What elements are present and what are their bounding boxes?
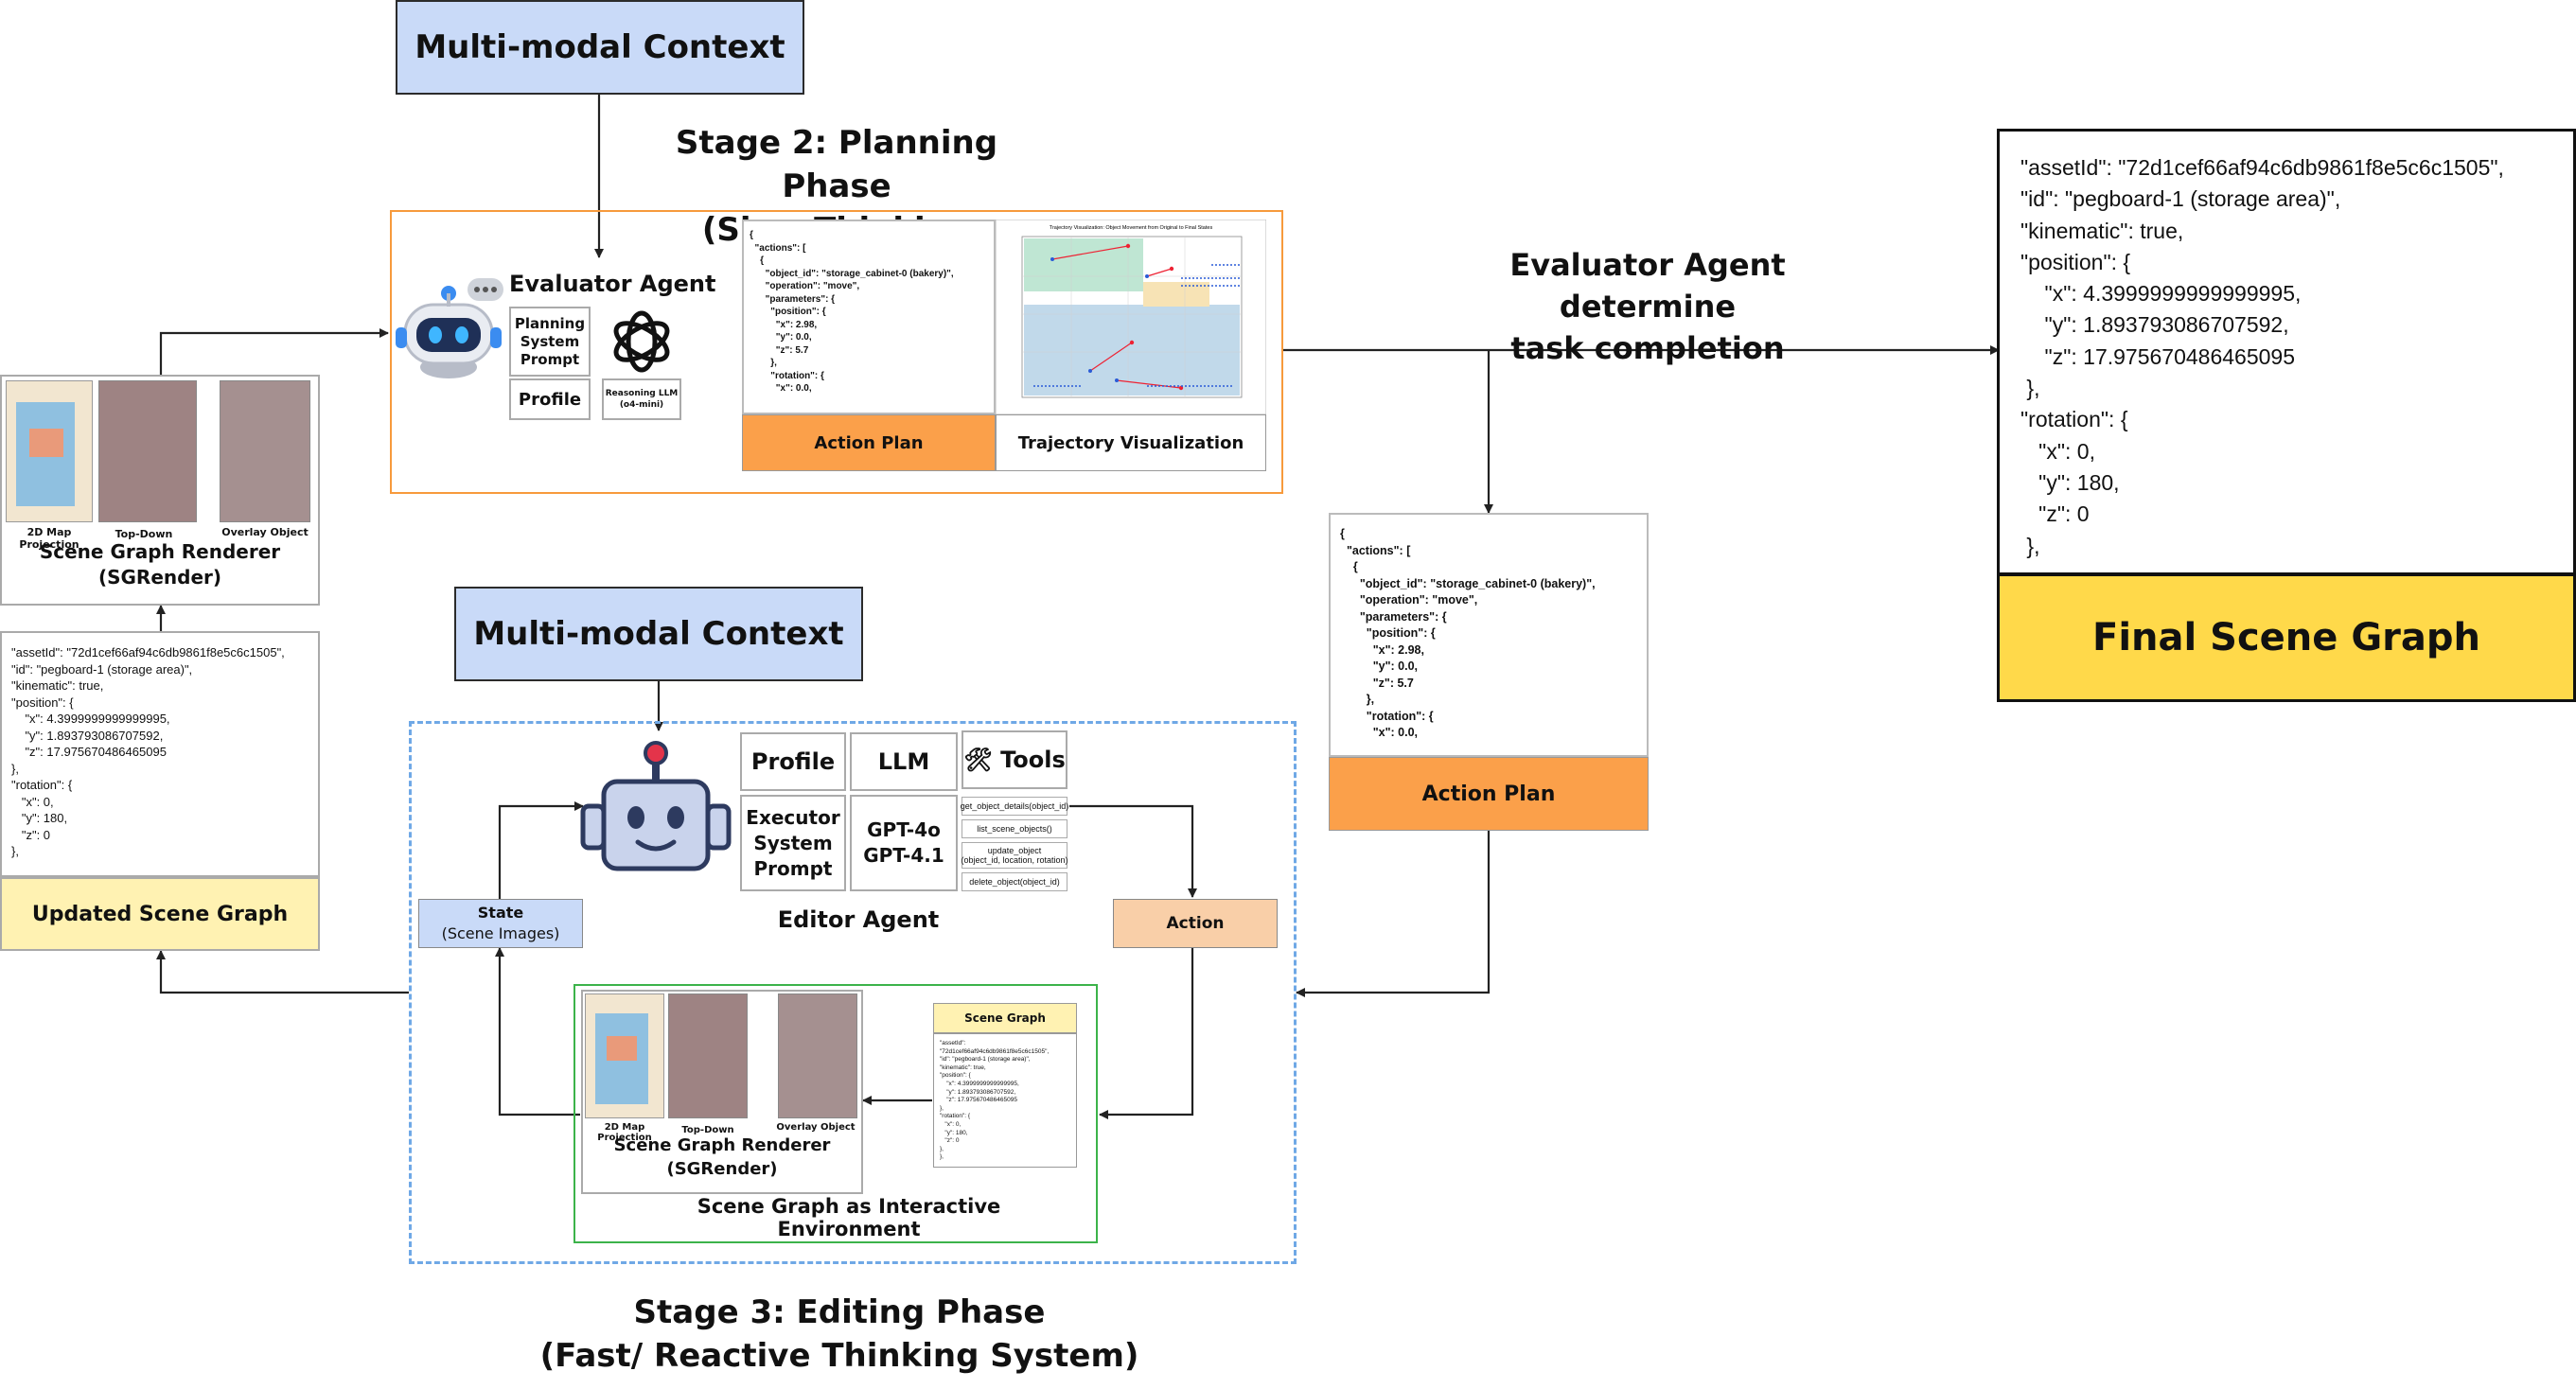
left-map-projection-image [6,380,93,522]
stage3-renderer-line1: Scene Graph Renderer [613,1135,831,1155]
trajectory-visualization-label: Trajectory Visualization [996,414,1266,471]
evaluator-profile-label: Profile [518,389,582,410]
stage3-title-line2: (Fast/ Reactive Thinking System) [539,1337,1139,1375]
stage3-overlay-object-image [778,993,857,1118]
left-updated-code: "assetId": "72d1cef66af94c6db9861f8e5c6c… [11,645,285,858]
state-line2: (Scene Images) [441,924,560,942]
editor-robot-icon [580,741,732,871]
evaluator-completion-text: Evaluator Agent determine task completio… [1418,244,1878,369]
left-top-down-image [98,380,197,522]
planning-prompt-line2: System [520,332,580,350]
final-scene-graph-code-box: "assetId": "72d1cef66af94c6db9861f8e5c6c… [1997,129,2576,575]
evaluator-agent-title: Evaluator Agent [509,271,716,297]
planning-prompt-line3: Prompt [520,350,580,368]
completion-action-plan-code-box: { "actions": [ { "object_id": "storage_c… [1329,513,1649,757]
editor-profile-label: Profile [750,748,836,775]
left-updated-code-box: "assetId": "72d1cef66af94c6db9861f8e5c6c… [0,631,320,877]
stage3-renderer-line2: (SGRender) [666,1159,778,1179]
action-box: Action [1113,899,1278,948]
left-caption-topdown: Top-Down [115,528,173,540]
stage3-title: Stage 3: Editing Phase (Fast/ Reactive T… [530,1291,1149,1378]
reasoning-llm-line1: Reasoning LLM [605,389,679,398]
stage3-context-box: Multi-modal Context [454,587,863,681]
left-renderer-line1: Scene Graph Renderer [39,540,281,563]
action-label: Action [1166,914,1225,933]
stage2-context-box: Multi-modal Context [396,0,804,95]
chat-bubble-icon [468,278,503,301]
tool-list-scene-objects: list_scene_objects() [962,819,1067,838]
stage3-editing-box [409,721,1297,1264]
executor-prompt-line3: Prompt [753,856,833,880]
scene-graph-json-box: "assetId": "72d1cef66af94c6db9861f8e5c6c… [933,1033,1077,1168]
state-line1: State [477,904,524,922]
stage2-action-plan-code-box: { "actions": [ { "object_id": "storage_c… [742,220,996,414]
stage3-caption-map: 2D Map Projection [597,1122,652,1143]
completion-action-plan-label: Action Plan [1329,757,1649,831]
trajectory-visualization-text: Trajectory Visualization [1017,432,1244,453]
scene-graph-json-header: Scene Graph [933,1003,1077,1033]
editor-tools-box: 🛠 Tools [962,730,1067,789]
editor-tools-label: 🛠 Tools [963,747,1066,773]
stage2-title-line1: Stage 2: Planning Phase [675,124,998,205]
stage3-map-projection-image [585,993,664,1118]
trajectory-chart: Trajectory Visualization: Object Movemen… [996,220,1266,414]
stage2-action-plan-code: { "actions": [ { "object_id": "storage_c… [750,230,954,394]
stage3-top-down-image [668,993,748,1118]
editor-agent-title: Editor Agent [777,906,940,933]
tool-delete-object: delete_object(object_id) [962,872,1067,891]
executor-prompt-line1: Executor [746,805,840,829]
updated-scene-graph-text: Updated Scene Graph [31,902,289,926]
stage3-renderer-title: Scene Graph Renderer (SGRender) [581,1134,863,1181]
evaluator-completion-line1: Evaluator Agent determine [1509,247,1786,325]
stage3-caption-topdown: Top-Down [681,1125,734,1135]
stage2-action-plan-label: Action Plan [742,414,996,471]
interactive-environment-box [573,984,1098,1243]
planning-system-prompt-box: Planning System Prompt [509,307,591,377]
left-overlay-object-image [220,380,310,522]
editor-llm-box: LLM [850,732,958,791]
left-caption-map: 2D Map Projection [19,526,79,551]
final-scene-graph-code: "assetId": "72d1cef66af94c6db9861f8e5c6c… [2020,155,2504,558]
executor-prompt-line2: System [753,831,833,854]
completion-action-plan-text: Action Plan [1421,782,1556,806]
evaluator-completion-line2: task completion [1510,330,1785,366]
reasoning-llm-line2: (o4-mini) [619,400,664,410]
stage3-context-title: Multi-modal Context [473,615,844,653]
openai-logo-icon [613,310,670,373]
final-scene-graph-label: Final Scene Graph [1997,573,2576,702]
tool-get-object-details: get_object_details(object_id) [961,797,1068,816]
editor-model-gpt41: GPT-4.1 [863,844,944,867]
left-renderer-title: Scene Graph Renderer (SGRender) [0,539,320,590]
stage3-caption-overlay: Overlay Object [776,1122,856,1133]
final-scene-graph-text: Final Scene Graph [2092,616,2480,659]
scene-graph-json-header-text: Scene Graph [964,1011,1046,1025]
stage3-title-line1: Stage 3: Editing Phase [633,1293,1046,1331]
editor-model-gpt4o: GPT-4o [867,818,941,841]
editor-models-box: GPT-4o GPT-4.1 [850,795,958,891]
editor-profile-box: Profile [740,732,846,791]
interactive-environment-label: Scene Graph as Interactive Environment [697,1195,1001,1240]
tool-update-object: update_object (object_id, location, rota… [961,842,1068,869]
updated-scene-graph-label: Updated Scene Graph [0,877,320,951]
reasoning-llm-box: Reasoning LLM (o4-mini) [602,378,681,420]
completion-action-plan-code: { "actions": [ { "object_id": "storage_c… [1340,527,1596,739]
trajectory-chart-title: Trajectory Visualization: Object Movemen… [1050,225,1213,231]
evaluator-robot-icon [396,286,502,378]
left-renderer-line2: (SGRender) [97,566,222,589]
evaluator-profile-box: Profile [509,378,591,420]
planning-prompt-line1: Planning [514,314,586,332]
state-scene-images-box: State (Scene Images) [418,899,583,948]
scene-graph-json-code: "assetId": "72d1cef66af94c6db9861f8e5c6c… [940,1040,1050,1161]
left-caption-overlay: Overlay Object [221,526,309,538]
stage2-planning-box [390,210,1283,494]
stage2-context-title: Multi-modal Context [415,28,785,66]
executor-system-prompt-box: Executor System Prompt [740,795,846,891]
stage2-action-plan-text: Action Plan [814,432,924,453]
editor-llm-label: LLM [877,748,930,775]
